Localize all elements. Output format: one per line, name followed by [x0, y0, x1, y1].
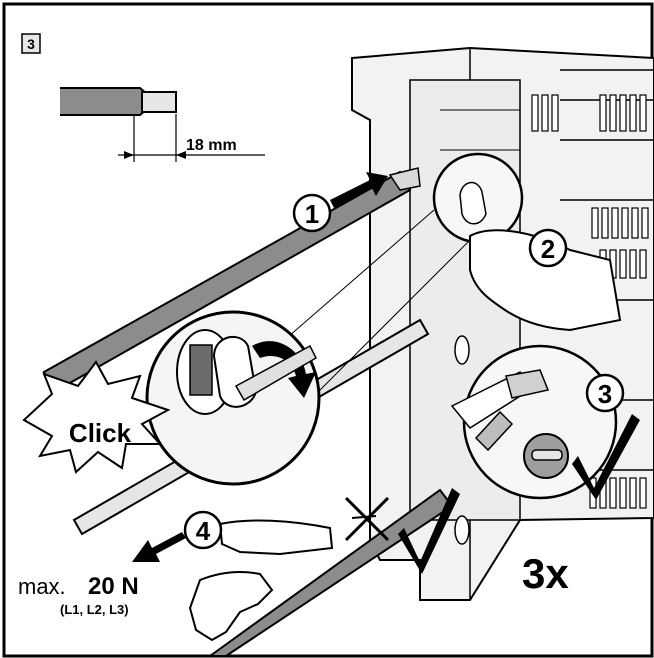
pull-arrow	[132, 532, 186, 562]
ventilation-slots-top	[531, 94, 647, 132]
detail-circle-click	[145, 310, 321, 486]
step-number: 3	[27, 36, 35, 52]
strip-length-label: 18 mm	[186, 137, 237, 154]
force-prefix: max.	[18, 574, 66, 599]
step-1-label: 1	[305, 199, 319, 229]
step-3-label: 3	[598, 379, 612, 409]
hand-bottom-support	[218, 519, 334, 556]
checkmark-lock	[572, 414, 640, 500]
step-number-badge: 3	[21, 33, 41, 54]
hand-right-top	[469, 229, 622, 332]
wrong-indicator	[344, 496, 390, 542]
rotate-arrow	[252, 341, 316, 398]
step-4-marker: 4	[183, 510, 223, 550]
click-label: Click	[69, 418, 132, 448]
step-2-marker: 2	[528, 228, 568, 268]
insert-arrow	[330, 172, 388, 208]
force-phases: (L1, L2, L3)	[60, 602, 129, 617]
force-value: 20 N	[88, 573, 139, 600]
checkmark-correct	[398, 488, 460, 574]
step-1-marker: 1	[292, 193, 332, 233]
repeat-label: 3x	[522, 550, 569, 597]
terminal-block-device	[351, 46, 654, 601]
force-limit-label: max. 20 N (L1, L2, L3)	[18, 573, 139, 617]
click-burst: Click	[22, 360, 171, 474]
stripped-wire-detail: 18 mm	[60, 87, 265, 162]
step-4-label: 4	[196, 516, 211, 546]
hand-bottom-pull	[188, 571, 274, 642]
step-2-label: 2	[541, 234, 555, 264]
step-3-marker: 3	[585, 373, 625, 413]
